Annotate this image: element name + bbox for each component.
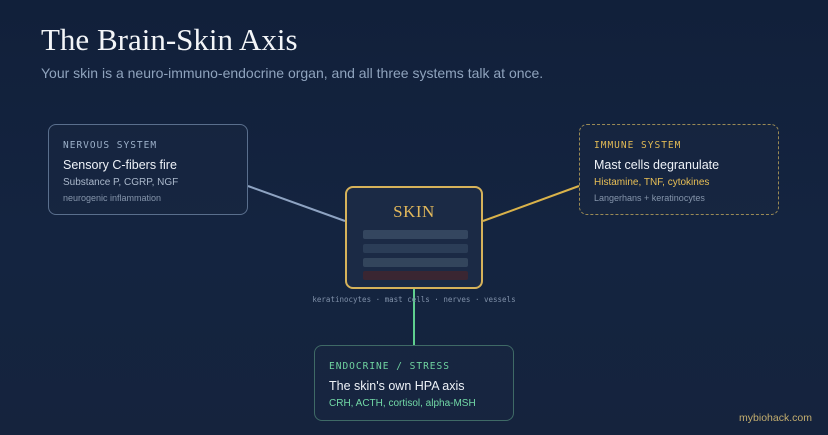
skin-node: SKIN bbox=[345, 186, 483, 289]
nervous-system-label: NERVOUS SYSTEM bbox=[63, 140, 158, 151]
site-credit: mybiohack.com bbox=[739, 412, 812, 424]
skin-caption: keratinocytes · mast cells · nerves · ve… bbox=[312, 295, 516, 304]
page-subtitle: Your skin is a neuro-immuno-endocrine or… bbox=[41, 65, 544, 81]
immune-system-heading: Mast cells degranulate bbox=[594, 158, 720, 172]
endocrine-detail: CRH, ACTH, cortisol, alpha-MSH bbox=[329, 398, 476, 409]
nervous-system-detail: Substance P, CGRP, NGF bbox=[63, 177, 179, 188]
nervous-system-note: neurogenic inflammation bbox=[63, 193, 162, 203]
nervous-system-card: NERVOUS SYSTEM Sensory C-fibers fire Sub… bbox=[48, 124, 248, 215]
immune-link bbox=[482, 185, 580, 222]
immune-system-detail: Histamine, TNF, cytokines bbox=[594, 177, 710, 188]
skin-layer-bar bbox=[363, 230, 468, 239]
immune-system-note: Langerhans + keratinocytes bbox=[594, 193, 705, 203]
page-title: The Brain-Skin Axis bbox=[41, 22, 298, 57]
endocrine-heading: The skin's own HPA axis bbox=[329, 379, 465, 393]
endocrine-card: ENDOCRINE / STRESS The skin's own HPA ax… bbox=[314, 345, 514, 421]
skin-label: SKIN bbox=[393, 202, 435, 221]
skin-layer-bar bbox=[363, 258, 468, 267]
immune-system-label: IMMUNE SYSTEM bbox=[594, 140, 682, 151]
nervous-link bbox=[247, 185, 346, 222]
nervous-system-heading: Sensory C-fibers fire bbox=[63, 158, 177, 172]
skin-layer-bar bbox=[363, 271, 468, 280]
skin-layer-bar bbox=[363, 244, 468, 253]
immune-system-card: IMMUNE SYSTEM Mast cells degranulate His… bbox=[579, 124, 779, 215]
endocrine-label: ENDOCRINE / STRESS bbox=[329, 361, 450, 372]
